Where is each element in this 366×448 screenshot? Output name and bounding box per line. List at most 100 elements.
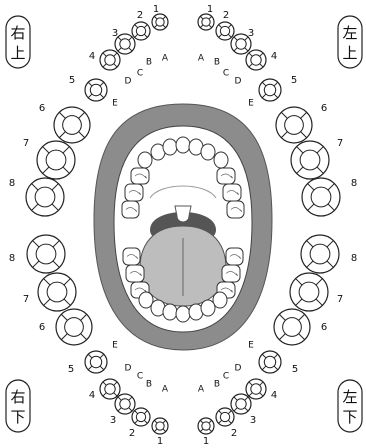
tooth-number-label: 2 <box>129 428 135 439</box>
deciduous-letter-label: E <box>248 99 254 109</box>
tooth-upper-left-7[interactable] <box>291 141 329 179</box>
tooth-number-label: 8 <box>351 178 357 189</box>
tooth-inner-circle <box>120 399 130 409</box>
tooth-lower-right-3[interactable] <box>115 394 135 414</box>
tooth-number-label: 4 <box>89 390 95 401</box>
tooth-upper-right-7[interactable] <box>37 141 75 179</box>
mouth-tooth <box>201 144 215 160</box>
tooth-number-label: 4 <box>271 390 277 401</box>
tooth-number-label: 5 <box>69 75 75 86</box>
deciduous-letter-label: D <box>125 77 132 87</box>
tooth-lower-left-7[interactable] <box>290 273 328 311</box>
quadrant-lower-left-char2: 下 <box>342 408 357 426</box>
tooth-number-label: 7 <box>23 294 29 305</box>
tooth-number-label: 7 <box>23 138 29 149</box>
mouth-molar <box>222 265 240 282</box>
deciduous-letter-label: E <box>248 341 254 351</box>
tooth-inner-circle <box>36 244 56 264</box>
mouth-molar <box>223 184 241 201</box>
tooth-lower-left-2[interactable] <box>216 408 234 426</box>
deciduous-letter-label: E <box>112 99 118 109</box>
tooth-lower-right-6[interactable] <box>56 309 92 345</box>
quadrant-label-upper-left: 左 上 <box>338 16 362 68</box>
tooth-number-label: 6 <box>39 103 45 114</box>
tooth-lower-left-8[interactable] <box>301 235 339 273</box>
tooth-upper-left-1[interactable] <box>198 14 214 30</box>
deciduous-letter-label: A <box>162 54 169 64</box>
mouth-molar <box>126 265 144 282</box>
tooth-upper-right-5[interactable] <box>85 79 107 101</box>
tooth-inner-circle <box>299 282 319 302</box>
deciduous-letter-label: C <box>137 372 143 382</box>
tooth-number-label: 1 <box>157 436 163 447</box>
tooth-inner-circle <box>156 18 164 26</box>
tooth-inner-circle <box>105 55 115 65</box>
tooth-upper-right-4[interactable] <box>100 50 120 70</box>
tooth-upper-left-6[interactable] <box>276 107 312 143</box>
quadrant-label-lower-left: 左 下 <box>338 380 362 432</box>
quadrant-lower-right-char2: 下 <box>10 408 25 426</box>
quadrant-upper-right-char2: 上 <box>10 44 25 62</box>
mouth-tooth <box>214 152 228 168</box>
quadrant-upper-right-char1: 右 <box>10 24 25 42</box>
tooth-lower-right-4[interactable] <box>100 379 120 399</box>
mouth-tooth <box>176 137 190 153</box>
tooth-lower-left-3[interactable] <box>231 394 251 414</box>
tooth-number-label: 6 <box>321 103 327 114</box>
tooth-inner-circle <box>47 282 67 302</box>
quadrant-upper-left-char1: 左 <box>342 24 357 42</box>
tooth-inner-circle <box>310 244 330 264</box>
tooth-upper-right-8[interactable] <box>26 178 64 216</box>
tooth-lower-right-7[interactable] <box>38 273 76 311</box>
tooth-inner-circle <box>105 384 115 394</box>
mouth-tooth <box>176 306 190 322</box>
tooth-upper-left-5[interactable] <box>259 79 281 101</box>
tooth-upper-left-2[interactable] <box>216 22 234 40</box>
tooth-lower-right-2[interactable] <box>132 408 150 426</box>
tooth-inner-circle <box>236 399 246 409</box>
tooth-inner-circle <box>220 412 229 421</box>
tooth-number-label: 1 <box>203 436 209 447</box>
tooth-upper-right-2[interactable] <box>132 22 150 40</box>
tooth-number-label: 6 <box>39 322 45 333</box>
tooth-lower-left-6[interactable] <box>274 309 310 345</box>
tooth-inner-circle <box>35 187 55 207</box>
tooth-number-label: 5 <box>291 75 297 86</box>
tooth-lower-left-5[interactable] <box>259 351 281 373</box>
mouth-molar <box>123 248 140 265</box>
mouth-molar <box>125 184 143 201</box>
tooth-inner-circle <box>236 39 246 49</box>
tooth-inner-circle <box>264 356 275 367</box>
tooth-inner-circle <box>220 26 229 35</box>
deciduous-letter-label: C <box>223 372 229 382</box>
deciduous-letter-label: D <box>235 364 242 374</box>
tooth-lower-right-5[interactable] <box>85 351 107 373</box>
mouth-tooth <box>163 139 177 155</box>
tooth-inner-circle <box>251 384 261 394</box>
tooth-inner-circle <box>300 150 320 170</box>
deciduous-letter-label: B <box>214 380 220 390</box>
deciduous-letter-label: D <box>125 364 132 374</box>
deciduous-letter-label: C <box>223 69 229 79</box>
tooth-lower-left-1[interactable] <box>198 418 214 434</box>
tooth-lower-right-8[interactable] <box>27 235 65 273</box>
tooth-number-label: 3 <box>110 415 116 426</box>
tooth-upper-left-8[interactable] <box>302 178 340 216</box>
tooth-number-label: 2 <box>137 10 143 21</box>
tooth-upper-right-6[interactable] <box>54 107 90 143</box>
deciduous-letter-label: A <box>162 385 169 395</box>
tooth-lower-right-1[interactable] <box>152 418 168 434</box>
tooth-inner-circle <box>90 356 101 367</box>
tooth-number-label: 8 <box>9 253 15 264</box>
tooth-lower-left-4[interactable] <box>246 379 266 399</box>
tooth-inner-circle <box>202 422 210 430</box>
tooth-number-label: 4 <box>89 51 95 62</box>
tooth-inner-circle <box>46 150 66 170</box>
tooth-upper-right-1[interactable] <box>152 14 168 30</box>
mouth-molar <box>131 168 149 184</box>
tooth-number-label: 7 <box>337 138 343 149</box>
tooth-upper-left-4[interactable] <box>246 50 266 70</box>
tooth-inner-circle <box>311 187 331 207</box>
tooth-number-label: 8 <box>351 253 357 264</box>
